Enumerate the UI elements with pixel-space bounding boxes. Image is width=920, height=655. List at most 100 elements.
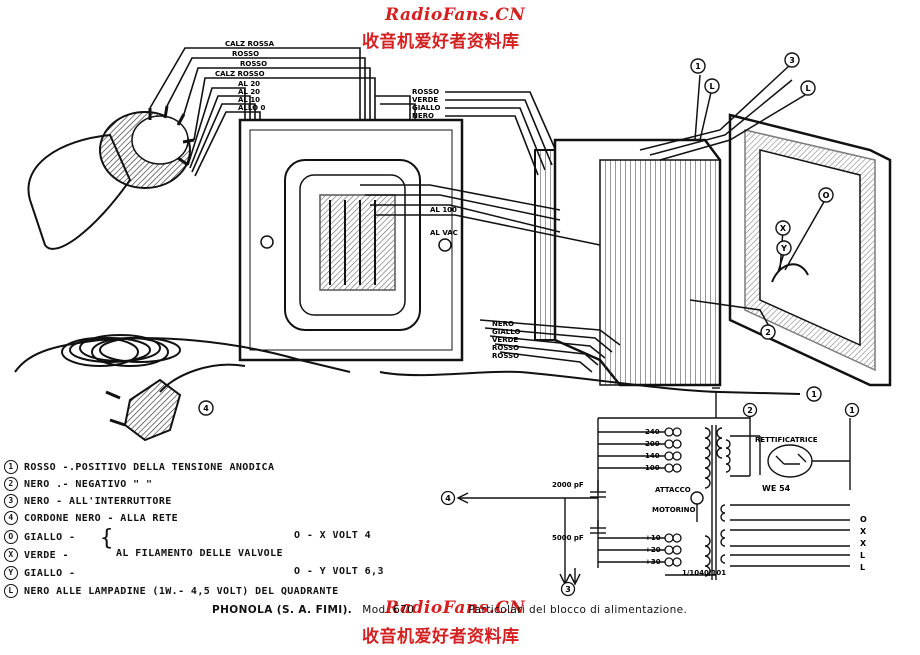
wire-label: ALLO 0	[238, 104, 265, 112]
legend-number: O	[4, 530, 18, 544]
tap-label: +20	[645, 546, 661, 554]
legend-row: 1 ROSSO -.POSITIVO DELLA TENSIONE ANODICA	[4, 460, 274, 474]
watermark-cn-top: 收音机爱好者资料库	[362, 32, 520, 52]
wire-label: AL 10	[238, 96, 260, 104]
choke-coil	[534, 138, 722, 387]
wire-label: ROSSO	[232, 50, 259, 58]
drawing-markers: 3 1 L L O X Y 2 1 4	[198, 52, 834, 416]
watermark-en-top: RadioFans.CN	[385, 5, 526, 25]
caption-model: Mod. 670	[362, 604, 415, 616]
legend-row: L NERO ALLE LAMPADINE (1W.- 4,5 VOLT) DEL…	[4, 584, 339, 598]
svg-text:1: 1	[695, 62, 701, 71]
output-label: X	[860, 527, 867, 536]
legend-brace: {	[100, 526, 114, 551]
svg-text:2: 2	[765, 328, 771, 337]
bottom-wire-labels: NERO GIALLO VERDE ROSSO ROSSO	[492, 320, 520, 360]
legend-text: NERO .- NEGATIVO " "	[24, 479, 153, 490]
marker-1: 1	[690, 58, 706, 74]
tap-label: 100	[645, 464, 660, 472]
transformer-code: 1/1040/101	[682, 569, 726, 577]
wire-label: VERDE	[412, 96, 438, 104]
legend-number: 3	[4, 494, 18, 508]
legend-brace-text: AL FILAMENTO DELLE VALVOLE	[116, 548, 283, 559]
wire-label: GIALLO	[412, 104, 440, 112]
legend-text: NERO ALLE LAMPADINE (1W.- 4,5 VOLT) DEL …	[24, 586, 339, 597]
legend-number: 2	[4, 477, 18, 491]
tap-label: 240	[645, 428, 660, 436]
svg-text:4: 4	[445, 494, 451, 503]
schem-node-1: 1	[844, 402, 860, 418]
schematic-diagram: 240 200 140 100 +10 +20 +30 2000 pF 5000…	[440, 387, 867, 597]
watermark-en-bottom: RadioFans.CN	[385, 598, 526, 618]
mains-cord	[14, 334, 801, 442]
svg-text:X: X	[780, 224, 787, 233]
coil-label: AL 100	[430, 206, 457, 214]
svg-text:3: 3	[565, 585, 571, 594]
cap-label: 2000 pF	[552, 481, 584, 489]
coil-labels: AL 100 AL VAC	[430, 206, 458, 237]
svg-text:3: 3	[789, 56, 795, 65]
marker-x: X	[775, 220, 791, 236]
tap-label: 140	[645, 452, 660, 460]
wire-label: CALZ ROSSO	[215, 70, 265, 78]
legend-number: L	[4, 584, 18, 598]
svg-text:L: L	[805, 84, 810, 93]
watermark-cn-bottom: 收音机爱好者资料库	[362, 627, 520, 647]
marker-l2: L	[800, 80, 816, 96]
output-label: O	[860, 515, 867, 524]
rectifier-label: RETTIFICATRICE	[755, 436, 818, 444]
legend-text: GIALLO -	[24, 532, 76, 543]
output-label: L	[860, 551, 865, 560]
motor-label: ATTACCO	[655, 486, 691, 494]
tap-label: +10	[645, 534, 661, 542]
marker-3: 3	[784, 52, 800, 68]
legend-volt-ox: O - X VOLT 4	[294, 530, 372, 541]
legend-text: NERO - ALL'INTERRUTTORE	[24, 496, 172, 507]
transformer-block	[238, 118, 464, 362]
wire-label: ROSSO	[492, 352, 519, 360]
caption-maker: PHONOLA (S. A. FIMI).	[212, 604, 353, 616]
marker-4: 4	[198, 400, 214, 416]
legend-row: 2 NERO .- NEGATIVO " "	[4, 477, 152, 491]
tap-label: 200	[645, 440, 660, 448]
tap-label: +30	[645, 558, 661, 566]
output-label: X	[860, 539, 867, 548]
dial-panel	[728, 113, 892, 387]
legend-number: Y	[4, 566, 18, 580]
svg-text:1: 1	[811, 390, 817, 399]
schem-node-3: 3	[560, 581, 576, 597]
marker-l: L	[704, 78, 720, 94]
wire-label: ROSSO	[492, 344, 519, 352]
marker-y: Y	[776, 240, 792, 256]
wire-label: ROSSO	[240, 60, 267, 68]
schem-node-2: 2	[742, 402, 758, 418]
cap-label: 5000 pF	[552, 534, 584, 542]
legend-row: 3 NERO - ALL'INTERRUTTORE	[4, 494, 172, 508]
marker-o: O	[818, 187, 834, 203]
legend-text: GIALLO -	[24, 568, 76, 579]
svg-text:Y: Y	[780, 244, 787, 253]
svg-text:O: O	[823, 191, 830, 200]
svg-text:2: 2	[747, 406, 753, 415]
wire-label: VERDE	[492, 336, 518, 344]
figure-caption: PHONOLA (S. A. FIMI). Mod. 670 Particola…	[212, 604, 687, 616]
wire-label: ROSSO	[412, 88, 439, 96]
svg-text:L: L	[709, 82, 714, 91]
wire-label: CALZ ROSSA	[225, 40, 275, 48]
legend-row: O GIALLO -	[4, 530, 75, 544]
dial-wires	[639, 64, 826, 329]
motor-label: MOTORINO	[652, 506, 695, 514]
schem-node-4: 4	[440, 490, 456, 506]
legend-volt-oy: O - Y VOLT 6,3	[294, 566, 384, 577]
top-wire-labels: CALZ ROSSA ROSSO ROSSO CALZ ROSSO AL 20 …	[215, 40, 440, 120]
legend-number: 1	[4, 460, 18, 474]
legend-text: ROSSO -.POSITIVO DELLA TENSIONE ANODICA	[24, 462, 275, 473]
middle-wire-bundle	[360, 184, 621, 373]
caption-title: Particolari del blocco di alimentazione.	[468, 604, 688, 616]
output-label: L	[860, 563, 865, 572]
legend-row: Y GIALLO -	[4, 566, 75, 580]
legend-number: 4	[4, 511, 18, 525]
wire-label: GIALLO	[492, 328, 520, 336]
